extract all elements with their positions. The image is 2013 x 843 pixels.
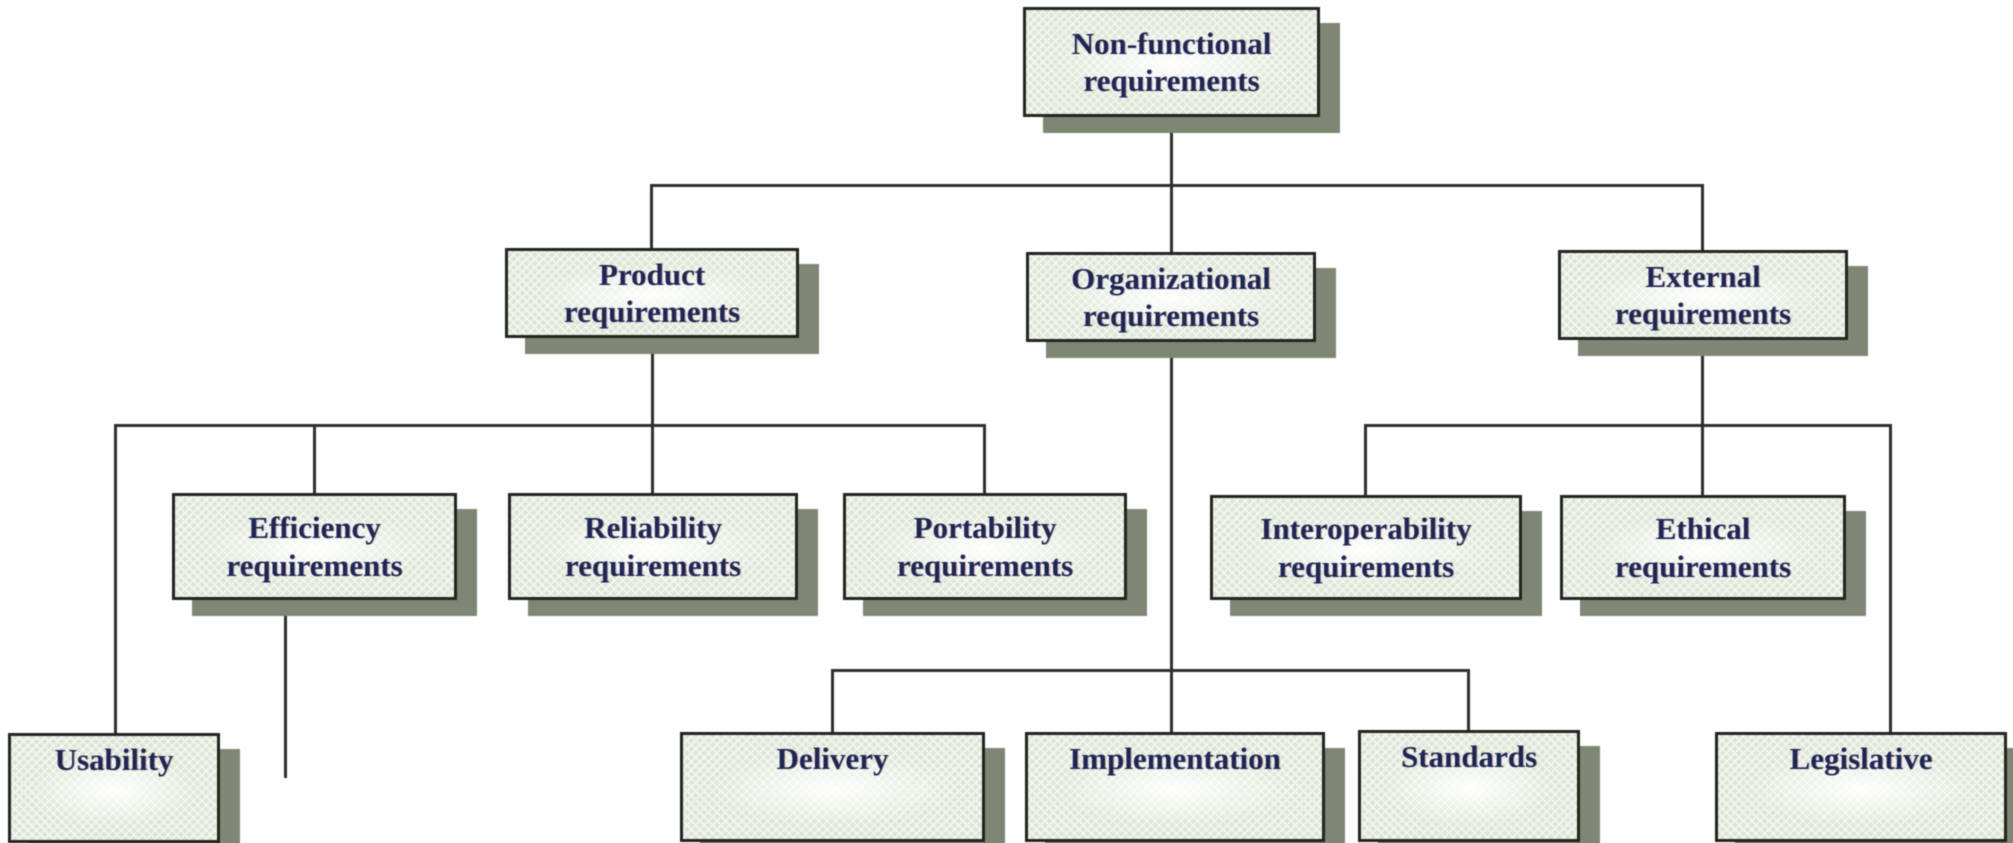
connector-organizational-horizontal <box>831 669 1470 672</box>
node-efficiency-requirements: Efficiency requirements <box>172 493 457 600</box>
node-label-line2: requirements <box>1082 298 1260 333</box>
node-label-line2: requirements <box>1277 548 1455 584</box>
node-product-requirements: Product requirements <box>505 248 799 338</box>
node-label-line1: Implementation <box>1069 741 1281 776</box>
connector-product-to-branch <box>651 338 654 493</box>
connector-drop-delivery <box>831 669 834 732</box>
connector-drop-interoperability <box>1364 424 1367 495</box>
connector-drop-portability <box>983 424 986 493</box>
node-label-line1: Legislative <box>1789 741 1933 776</box>
node-standards-requirements: Standards <box>1358 730 1580 842</box>
node-implementation-requirements: Implementation <box>1025 732 1325 842</box>
node-label-line2: requirements <box>896 547 1074 583</box>
node-portability-requirements: Portability requirements <box>843 493 1127 600</box>
node-label-line1: Usability <box>54 742 174 777</box>
node-label-line2: requirements <box>226 547 403 583</box>
connector-efficiency-down <box>284 600 287 778</box>
connector-organizational-to-branch <box>1170 342 1173 732</box>
node-label-line1: Standards <box>1400 739 1538 774</box>
node-label-line1: Interoperability <box>1260 511 1472 547</box>
node-reliability-requirements: Reliability requirements <box>508 493 798 600</box>
node-label-line1: Delivery <box>776 741 889 776</box>
node-label-line2: requirements <box>1614 548 1792 584</box>
node-label-line1: Ethical <box>1655 511 1751 547</box>
connector-drop-external <box>1701 184 1704 250</box>
node-organizational-requirements: Organizational requirements <box>1026 252 1316 342</box>
connector-drop-standards <box>1467 669 1470 730</box>
node-label-line1: Efficiency <box>248 510 381 546</box>
connector-drop-usability <box>114 424 117 733</box>
node-nonfunctional-requirements: Non-functional requirements <box>1023 7 1320 117</box>
node-label-line2: requirements <box>563 294 741 329</box>
requirements-hierarchy-diagram: Non-functional requirements Product requ… <box>8 7 2007 843</box>
node-usability-requirements: Usability <box>8 733 220 843</box>
connector-external-to-branch <box>1701 340 1704 495</box>
connector-level1-horizontal <box>650 184 1704 187</box>
node-label-line1: Portability <box>913 510 1057 546</box>
node-ethical-requirements: Ethical requirements <box>1560 495 1846 600</box>
connector-product-horizontal <box>114 424 986 427</box>
node-label-line2: requirements <box>1083 63 1260 98</box>
connector-drop-product <box>650 184 653 248</box>
connector-external-horizontal <box>1364 424 1892 427</box>
node-external-requirements: External requirements <box>1558 250 1848 340</box>
node-label-line1: Non-functional <box>1071 25 1272 61</box>
node-label-line1: Organizational <box>1071 260 1271 296</box>
node-label-line2: requirements <box>564 547 742 583</box>
connector-drop-legislative <box>1889 424 1892 732</box>
node-legislative-requirements: Legislative <box>1715 732 2007 842</box>
node-label-line2: requirements <box>1614 296 1792 331</box>
node-label-line1: External <box>1645 258 1761 294</box>
connector-drop-efficiency <box>313 424 316 493</box>
node-interoperability-requirements: Interoperability requirements <box>1210 495 1522 600</box>
node-label-line1: Product <box>598 256 706 292</box>
node-delivery-requirements: Delivery <box>680 732 985 842</box>
node-label-line1: Reliability <box>584 510 722 546</box>
